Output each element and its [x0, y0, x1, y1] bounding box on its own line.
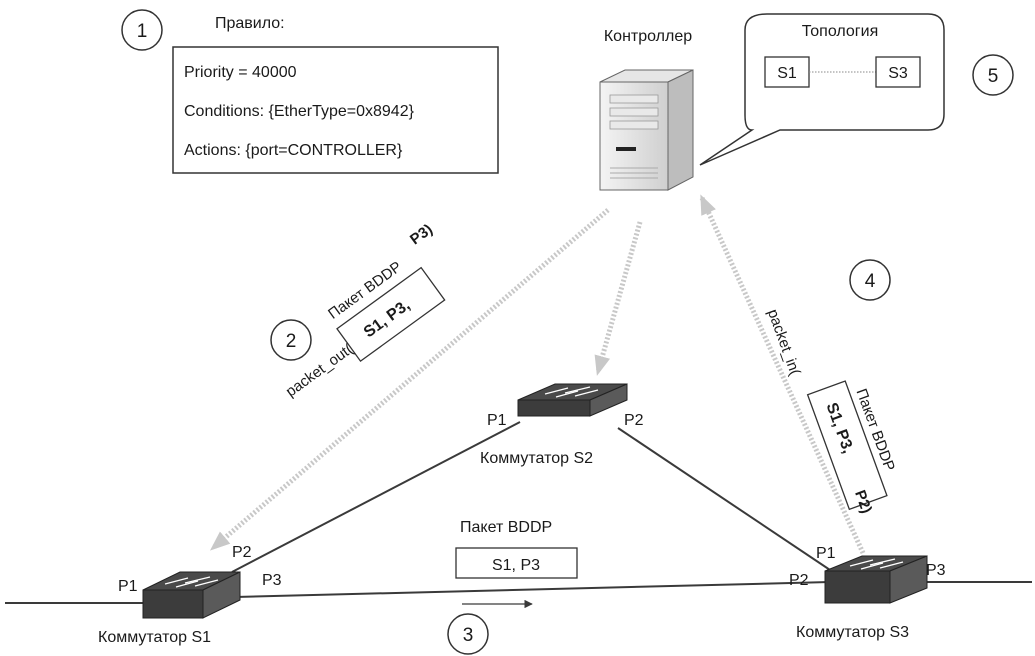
step-number: 4: [865, 271, 876, 292]
switch-s2-label: Коммутатор S2: [480, 450, 593, 467]
switch-arrows-icon: [164, 576, 219, 588]
topology-node-s3-box: [875, 56, 921, 88]
packet-out-label: Пакет BDDP S1, P3, P3) packet_out(: [283, 221, 446, 401]
s3-port-p2: P2: [789, 572, 809, 589]
rule-box: [172, 46, 499, 174]
s1-port-p3: P3: [262, 572, 282, 589]
link-packet-title: Пакет BDDP: [460, 519, 552, 536]
topology-node-s1-box: [764, 56, 810, 88]
controller-label: Контроллер: [604, 28, 692, 45]
step-number: 5: [988, 66, 999, 87]
rule-actions: Actions: {port=CONTROLLER}: [184, 142, 403, 159]
packet-in-call-close: P2): [851, 488, 875, 516]
rule-title: Правило:: [215, 15, 285, 32]
rule-priority: Priority = 40000: [184, 64, 297, 81]
step-number: 3: [463, 625, 474, 646]
link-packet-box: [455, 547, 578, 579]
step-5-marker: 5: [972, 54, 1014, 96]
rule-conditions: Conditions: {EtherType=0x8942}: [184, 103, 415, 120]
packet-out-call-close: P3): [407, 221, 436, 248]
control-signals: [209, 194, 866, 555]
switch-s3: [824, 555, 928, 604]
step-number: 2: [286, 331, 297, 352]
s3-port-p1: P1: [816, 545, 836, 562]
step-1-marker: 1: [121, 9, 163, 51]
switch-s2: [517, 383, 628, 417]
step-number: 1: [137, 21, 148, 42]
s2-port-p1: P1: [487, 412, 507, 429]
s1-port-p2: P2: [232, 544, 252, 561]
s3-port-p3: P3: [926, 562, 946, 579]
switch-arrows-icon: [849, 558, 904, 570]
topology-title: Топология: [802, 23, 878, 40]
packet-in-label: Пакет BDDP S1, P3, P2) packet_in(: [764, 307, 898, 516]
switch-s1-label: Коммутатор S1: [98, 629, 211, 646]
packet-out-box: [336, 266, 446, 363]
step-2-marker: 2: [270, 319, 312, 361]
s2-port-p2: P2: [624, 412, 644, 429]
link-s1-s2: [231, 421, 521, 573]
topology-bubble: [699, 13, 945, 166]
link-s1-s3: [234, 581, 831, 598]
switch-s1: [142, 571, 241, 619]
packet-in-box: [806, 380, 888, 511]
link-packet-content: S1, P3: [492, 557, 540, 574]
topology-node-s3: S3: [888, 65, 908, 82]
controller-to-s2-signal: [594, 221, 643, 376]
step-3-marker: 3: [447, 613, 489, 655]
s1-port-p1: P1: [118, 578, 138, 595]
switch-s3-label: Коммутатор S3: [796, 624, 909, 641]
packet-in-signal: [699, 194, 866, 555]
server-icon: [599, 69, 694, 191]
link-s2-s3: [617, 427, 846, 581]
packet-in-call-open: packet_in(: [764, 307, 804, 378]
packet-out-signal: [209, 208, 610, 551]
step-4-marker: 4: [849, 259, 891, 301]
switch-arrows-icon: [544, 386, 599, 398]
topology-node-s1: S1: [777, 65, 797, 82]
